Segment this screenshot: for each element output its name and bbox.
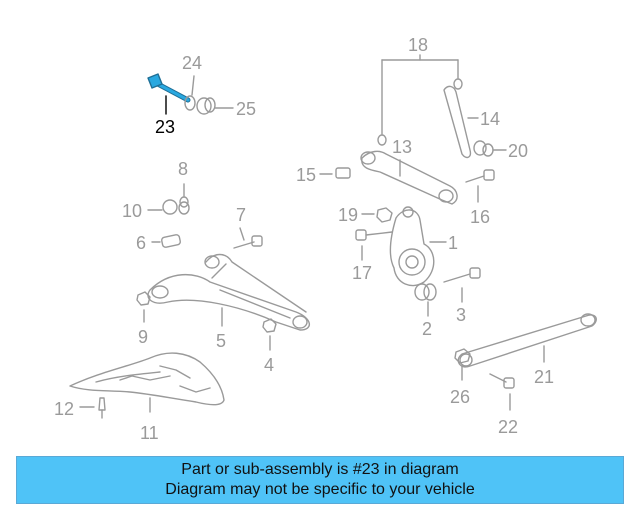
part-13-link-arm <box>360 150 458 205</box>
callout-3: 3 <box>456 305 467 325</box>
part-15-bolt <box>319 167 351 179</box>
part-18-leader-bracket <box>377 54 463 146</box>
callout-22: 22 <box>498 417 519 437</box>
callout-13: 13 <box>392 137 413 157</box>
callout-1: 1 <box>448 233 459 253</box>
callout-4: 4 <box>264 355 275 375</box>
part-11-underbody-shield <box>69 352 225 413</box>
callout-20: 20 <box>508 141 529 161</box>
callout-17: 17 <box>352 263 373 283</box>
part-8-washer <box>179 183 189 208</box>
callout-23[interactable]: 23 <box>155 117 176 137</box>
callout-6: 6 <box>136 233 147 253</box>
part-16-bolt <box>465 169 495 203</box>
callout-16: 16 <box>470 207 491 227</box>
banner-part-note: Part or sub-assembly is #23 in diagram <box>181 461 459 478</box>
part-19-nut <box>361 207 393 223</box>
part-10-bushing <box>147 199 190 215</box>
callout-2: 2 <box>422 319 433 339</box>
part-25-bushing <box>196 97 234 115</box>
part-21-lateral-link <box>457 313 597 368</box>
part-26-nut <box>454 348 471 381</box>
callout-10: 10 <box>122 201 143 221</box>
callout-5: 5 <box>216 331 227 351</box>
callout-7: 7 <box>236 205 247 225</box>
part-9-nut <box>136 291 151 323</box>
callout-15: 15 <box>296 165 317 185</box>
callout-14: 14 <box>480 109 501 129</box>
part-6-bolt <box>151 234 181 248</box>
part-7-bolt <box>233 227 263 249</box>
info-banner: Part or sub-assembly is #23 in diagram D… <box>16 456 624 504</box>
part-17-bolt <box>355 229 393 261</box>
callout-21: 21 <box>534 367 555 387</box>
callout-19: 19 <box>338 205 359 225</box>
callout-18: 18 <box>408 35 429 55</box>
callout-9: 9 <box>138 327 149 347</box>
part-14-strut <box>443 85 479 159</box>
part-2-bushing <box>414 283 437 317</box>
part-20-bushing <box>473 140 507 157</box>
part-4-nut <box>262 318 277 351</box>
part-22-bolt <box>489 373 515 411</box>
callout-25: 25 <box>236 99 257 119</box>
callout-8: 8 <box>178 159 189 179</box>
callout-12: 12 <box>54 399 75 419</box>
callout-26: 26 <box>450 387 471 407</box>
part-24-washer <box>184 75 196 111</box>
part-5-control-arm <box>147 253 310 331</box>
callout-24: 24 <box>182 53 203 73</box>
part-3-bolt <box>443 267 481 303</box>
banner-disclaimer: Diagram may not be specific to your vehi… <box>165 481 475 498</box>
part-23-bolt[interactable] <box>147 73 191 103</box>
part-1-knuckle <box>389 206 447 287</box>
callout-11: 11 <box>140 423 159 443</box>
part-12-clip <box>79 397 106 419</box>
